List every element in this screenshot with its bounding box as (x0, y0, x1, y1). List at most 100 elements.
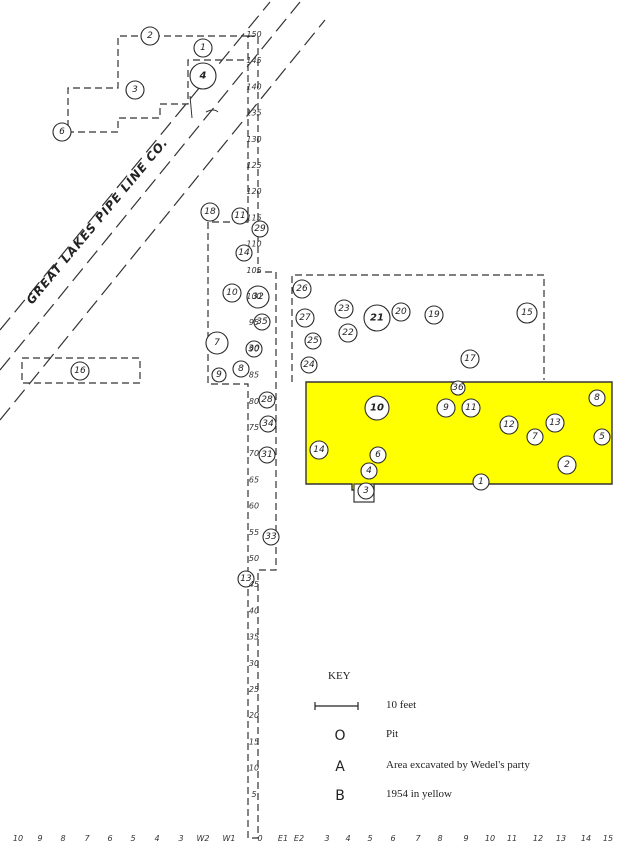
pit-circle (436, 398, 456, 418)
bottom-axis-label: 6 (107, 834, 112, 843)
pit-circle (309, 440, 329, 460)
north-tick-label: 140 (246, 82, 261, 91)
north-tick-label: 125 (246, 161, 261, 170)
pit-circle (189, 62, 217, 90)
pit-circle (222, 283, 242, 303)
north-tick-label: 40 (249, 606, 259, 615)
pointer-arrow (189, 95, 219, 119)
pit-circle (52, 122, 72, 142)
bottom-axis-label: 3 (178, 834, 183, 843)
north-tick-label: 100 (246, 292, 261, 301)
key-pit-label: Pit (386, 728, 398, 740)
pit-circle (140, 26, 160, 46)
bottom-axis-label: W1 (223, 834, 236, 843)
pit-label: 18 (204, 207, 216, 217)
pit-circle (259, 415, 277, 433)
pit-circle (593, 428, 611, 446)
pit-label: 9 (443, 403, 449, 413)
pit-marker: 2 (140, 26, 160, 46)
pit-marker: 12 (499, 415, 519, 435)
bottom-axis-label: 13 (556, 834, 566, 843)
pit-label: 13 (549, 418, 561, 428)
pit-label: 28 (261, 395, 273, 405)
pit-marker: 3 (357, 482, 375, 500)
bottom-axis-label: 7 (415, 834, 421, 843)
bottom-axis-label: 5 (367, 834, 372, 843)
pit-marker: 5 (593, 428, 611, 446)
key-year-label: 1954 in yellow (386, 788, 452, 800)
pit-marker: 3 (125, 80, 145, 100)
bottom-axis-label: 15 (603, 834, 613, 843)
pit-label: 19 (428, 310, 440, 320)
bottom-axis-label: 8 (60, 834, 65, 843)
pit-circle (235, 244, 253, 262)
pit-label: 13 (240, 574, 252, 584)
north-tick-label: 70 (249, 449, 259, 458)
pit-label: 22 (342, 328, 354, 338)
east-excavation-outline (291, 274, 545, 382)
pit-label: 6 (59, 127, 65, 137)
pit-marker: 9 (436, 398, 456, 418)
bottom-axis-label: 5 (130, 834, 135, 843)
pit-label: 7 (214, 338, 220, 348)
pit-marker: 2 (557, 455, 577, 475)
north-excavation-outline (67, 35, 248, 133)
north-tick-label: 65 (249, 475, 259, 484)
key-scale-label: 10 feet (386, 699, 416, 711)
pit-circle (461, 398, 481, 418)
pit-marker: 10 (364, 395, 390, 421)
north-tick-label: 55 (249, 528, 259, 537)
pit-marker: 20 (391, 302, 411, 322)
pit-label: 2 (147, 31, 153, 41)
pit-circle (300, 356, 318, 374)
pit-circle (334, 299, 354, 319)
bottom-axis-label: E1 (278, 834, 288, 843)
pit-circle (231, 207, 249, 225)
bottom-axis-label: 8 (437, 834, 442, 843)
pit-circle (357, 482, 375, 500)
north-tick-label: 90 (249, 344, 259, 353)
bottom-axis-label: 3 (324, 834, 329, 843)
north-tick-label: 25 (249, 685, 259, 694)
pit-circle (516, 302, 538, 324)
pit-marker: 36 (450, 380, 466, 396)
bottom-axis-label: W2 (197, 834, 210, 843)
pit-marker: 23 (334, 299, 354, 319)
pit-marker: 24 (300, 356, 318, 374)
pit-label: 14 (238, 248, 250, 258)
pit-circle (450, 380, 466, 396)
pit-marker: 26 (292, 279, 312, 299)
north-tick-label: 85 (249, 371, 259, 380)
pit-marker: 4 (189, 62, 217, 90)
pit-circle (472, 473, 490, 491)
pit-circle (251, 220, 269, 238)
pit-marker: 14 (309, 440, 329, 460)
pit-label: 8 (238, 364, 244, 374)
pit-marker: 33 (262, 528, 280, 546)
pipeline-label: GREAT LAKES PIPE LINE CO. (24, 135, 171, 307)
pit-label: 21 (370, 313, 384, 324)
key-pit-symbol: O (334, 728, 345, 744)
pit-label: 12 (503, 420, 515, 430)
pit-circle (262, 528, 280, 546)
bottom-axis-label: 0 (257, 834, 262, 843)
pit-circle (304, 332, 322, 350)
pit-circle (360, 462, 378, 480)
pit-marker: 21 (363, 304, 391, 332)
pit-label: 7 (532, 432, 538, 442)
pit-circle (364, 395, 390, 421)
pit-marker: 4 (360, 462, 378, 480)
bottom-axis-label: 4 (345, 834, 350, 843)
pit-label: 3 (363, 486, 369, 496)
pit-label: 5 (599, 432, 605, 442)
pit-label: 1 (478, 477, 484, 487)
pit-circle (205, 331, 229, 355)
pit-label: 15 (521, 308, 533, 318)
pit-label: 27 (299, 313, 311, 323)
pipeline-line (0, 19, 326, 421)
pit-marker: 19 (424, 305, 444, 325)
pit-label: 9 (216, 370, 222, 380)
north-tick-label: 130 (246, 135, 261, 144)
